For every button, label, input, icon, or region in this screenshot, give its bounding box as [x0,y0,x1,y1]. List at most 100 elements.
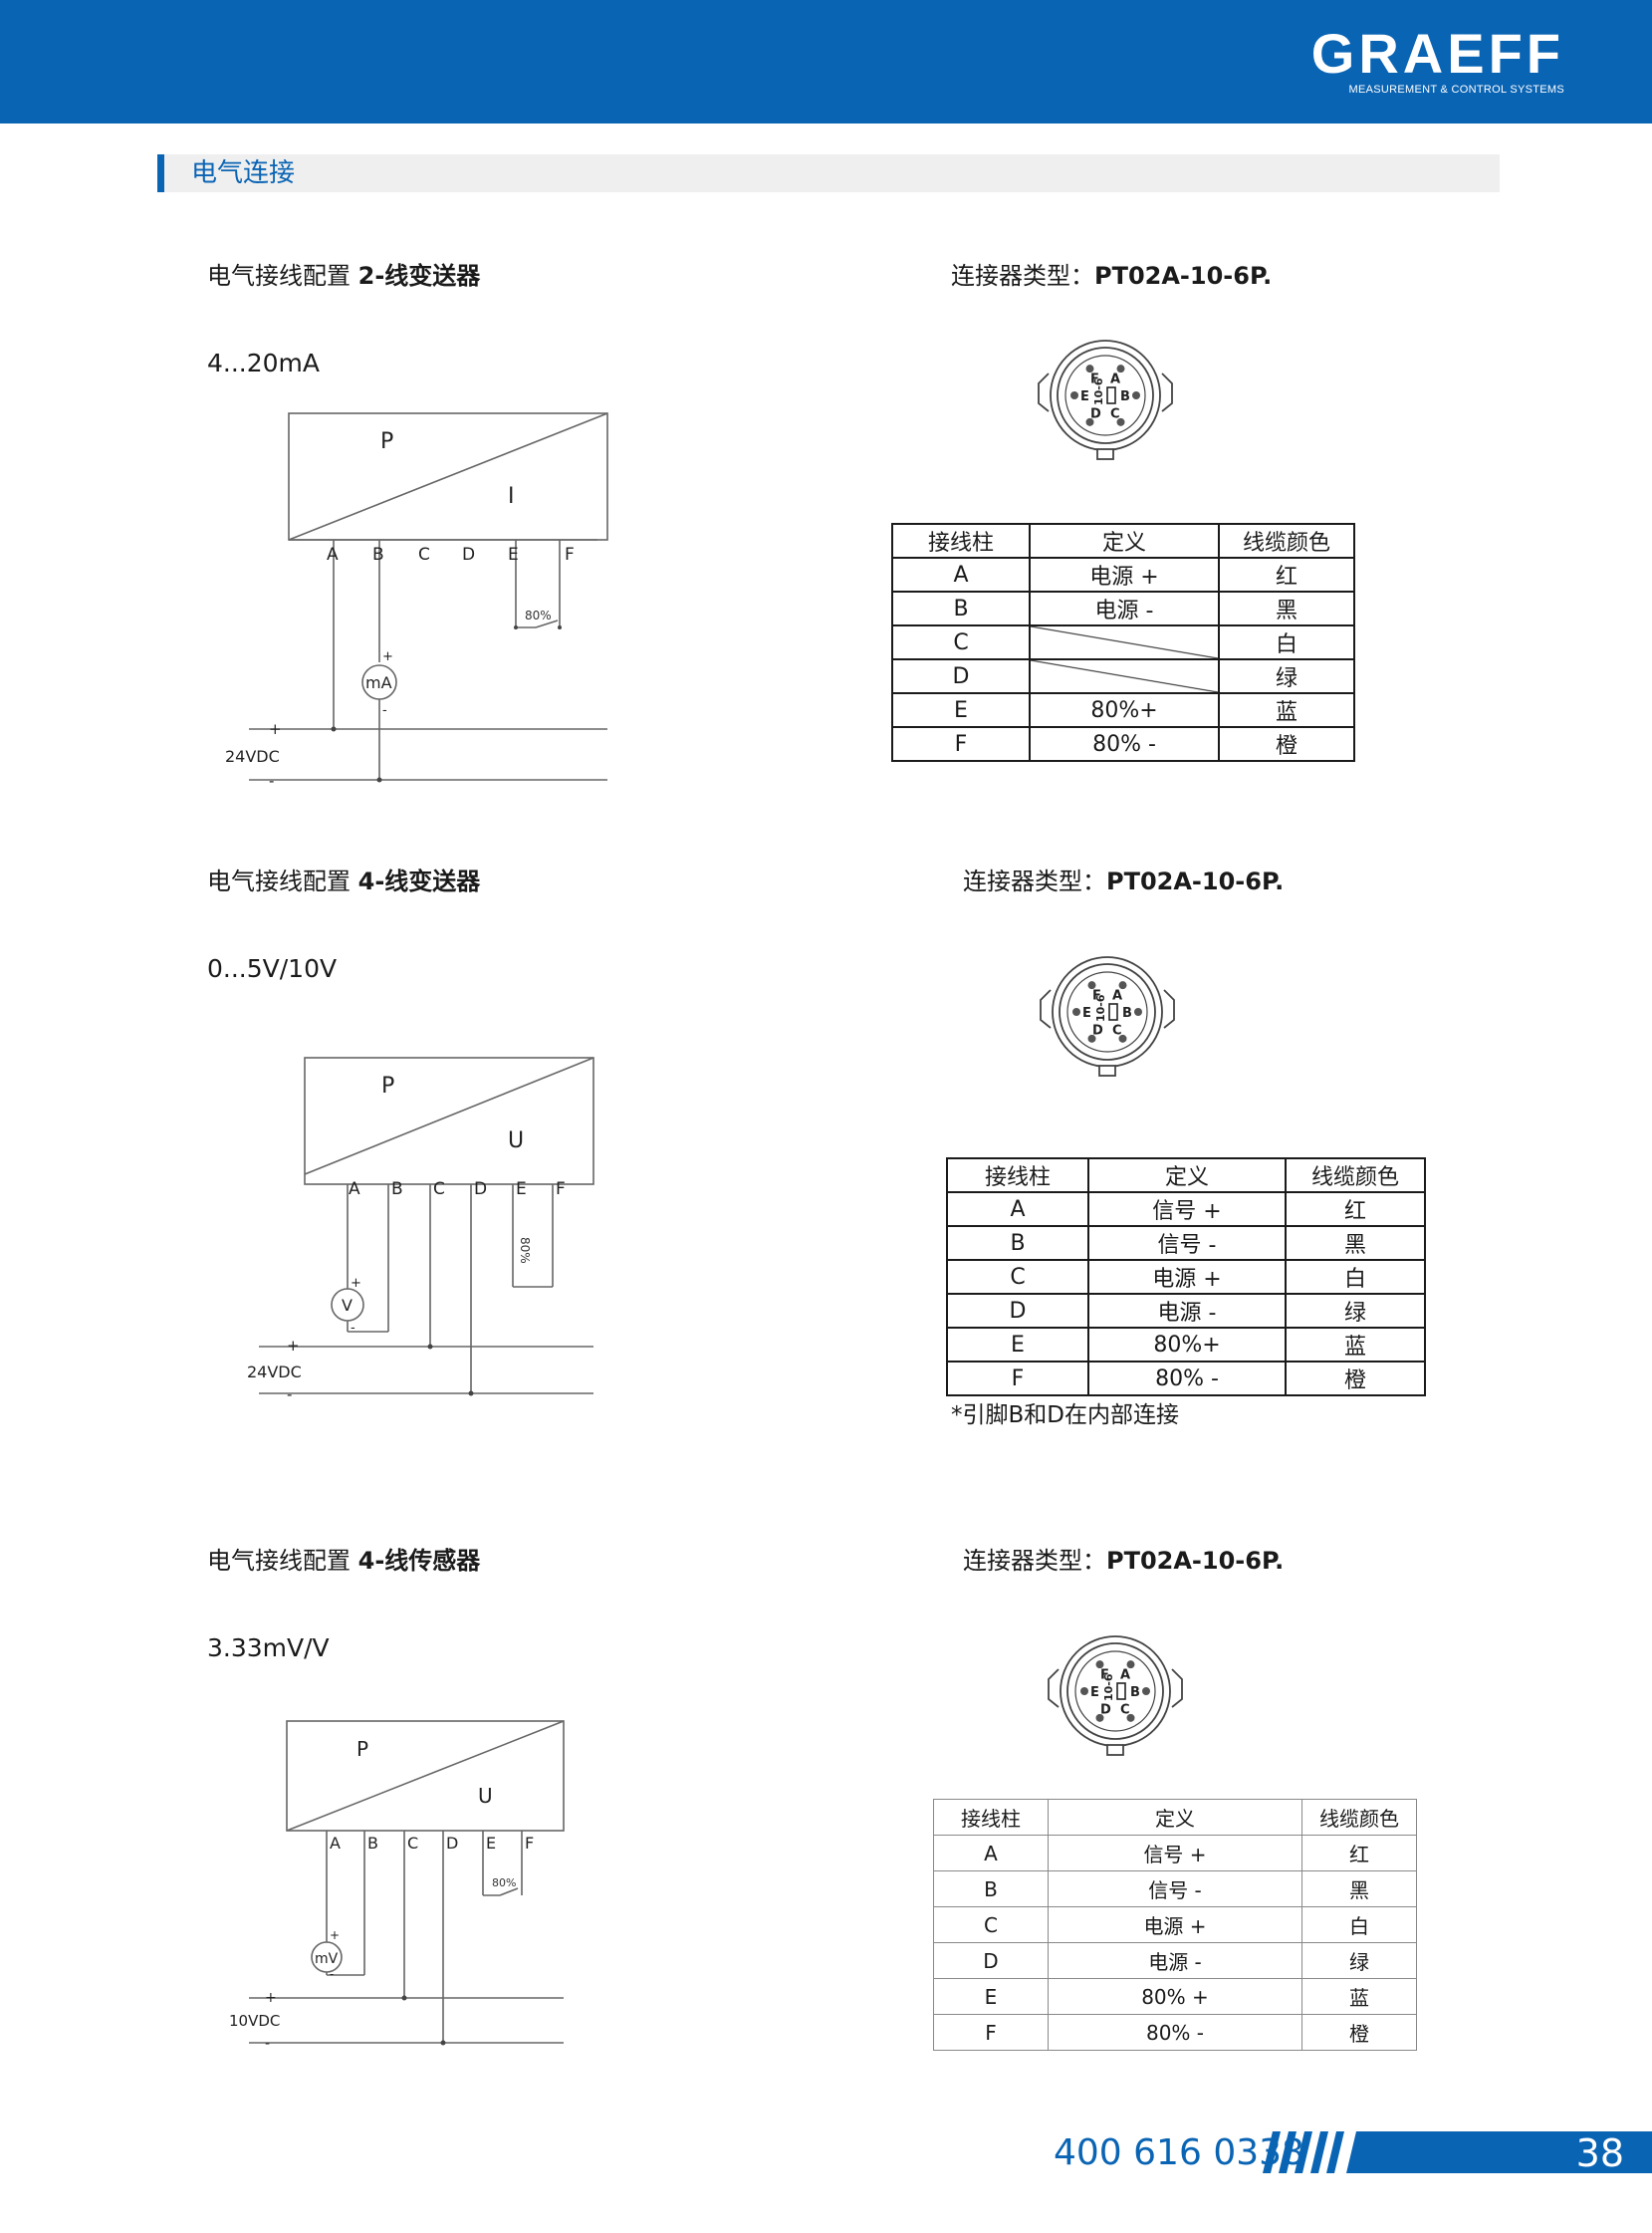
connector-pin-letter: E [1082,1006,1091,1021]
diagram-bottom-label: U [478,1784,493,1808]
transmitter-box [304,1057,594,1185]
config-2-connector-type: 连接器类型：PT02A-10-6P. [963,867,1284,896]
diagram-bottom-label: U [508,1128,524,1153]
diagram-top-label: P [381,1074,394,1099]
definition-cell: 电源 - [1029,591,1220,626]
sensor-box [286,1720,565,1832]
supply-minus: - [265,2036,270,2052]
definition-cell-unused [1029,624,1220,660]
connector-code: 10-6 [1102,1673,1115,1701]
supply-minus: - [287,1385,292,1403]
pin-cell: F [891,726,1031,762]
connector-pin-dot [1080,1687,1088,1695]
pin-cell: B [933,1870,1049,1907]
definition-cell: 80% + [1048,1978,1302,2015]
meter-minus: - [330,1967,334,1981]
definition-cell: 80%+ [1029,692,1220,728]
page-number: 38 [1575,2131,1624,2175]
connector-type-value: PT02A-10-6P. [1106,868,1285,895]
pin-cell: A [946,1191,1089,1227]
color-cell: 绿 [1301,1942,1417,1979]
config-3-connector-type: 连接器类型：PT02A-10-6P. [963,1546,1284,1576]
connector-pin-letter: F [1100,1668,1109,1683]
pin-label: B [391,1179,403,1199]
voltmeter-icon [331,1288,364,1322]
color-cell: 白 [1285,1259,1426,1295]
pin-cell: B [891,591,1031,626]
pin-label: C [433,1179,445,1199]
color-cell: 蓝 [1218,692,1355,728]
header-color: 线缆颜色 [1301,1799,1417,1836]
definition-cell: 信号 + [1048,1835,1302,1871]
pin-label: B [372,545,384,565]
connector-pin-letter: A [1110,372,1120,387]
brand-logo: GRAEFF MEASUREMENT & CONTROL SYSTEMS [1311,26,1564,97]
page-header [0,0,1652,124]
supply-plus: + [287,1337,300,1355]
connector-pin-letter: C [1120,1702,1130,1717]
config-2-note: *引脚B和D在内部连接 [951,1402,1179,1428]
meter-label: mA [365,673,392,692]
color-cell: 蓝 [1285,1327,1426,1363]
ammeter-icon [361,664,397,700]
meter-plus: + [351,1276,361,1291]
pin-label: A [349,1179,360,1199]
connector-pin-dot [1085,417,1094,426]
meter-plus: + [330,1928,340,1942]
pin-cell: A [891,557,1031,593]
pin-label: F [565,545,575,565]
connector-pin-dot [1095,1660,1104,1669]
connector-pin-dot [1118,981,1127,990]
meter-label: mV [315,1951,339,1967]
config-3-wiring-diagram: P U A B C D E F 80% mV + - + 10VDC - [229,1720,565,2052]
switch-label: 80% [492,1876,516,1889]
config-3-title-bold: 4-线传感器 [357,1547,481,1575]
pin-cell: E [946,1327,1089,1363]
color-cell: 黑 [1285,1225,1426,1261]
millivoltmeter-icon [311,1941,343,1973]
header-pin: 接线柱 [891,523,1031,559]
connector-pin-dot [1118,1034,1127,1043]
pin-label: D [462,545,475,565]
pin-cell: B [946,1225,1089,1261]
connector-pin-dot [1142,1687,1150,1695]
pin-label: F [525,1834,534,1853]
connector-pin-letter: A [1120,1668,1130,1683]
header-pin: 接线柱 [946,1157,1089,1193]
diagonal-divider [288,412,608,541]
definition-cell: 电源 + [1087,1259,1287,1295]
connector-pin-dot [1070,391,1078,399]
supply-label: 10VDC [229,2012,280,2030]
config-2-title-prefix: 电气接线配置 [207,868,358,895]
pin-label: A [327,545,339,565]
pin-cell: F [933,2014,1049,2051]
config-3-signal: 3.33mV/V [207,1633,330,1662]
pin-cell: F [946,1361,1089,1396]
connector-pin-dot [1126,1713,1135,1722]
pin-label: D [474,1179,487,1199]
diagram-bottom-label: I [508,484,515,509]
definition-cell: 80% - [1029,726,1220,762]
connector-pin-letter: C [1110,406,1120,421]
color-cell: 蓝 [1301,1978,1417,2015]
header-definition: 定义 [1048,1799,1302,1836]
connector-pin-letter: E [1090,1685,1099,1700]
config-1-title: 电气接线配置 2-线变送器 [207,261,480,291]
color-cell: 橙 [1218,726,1355,762]
definition-cell: 80% - [1087,1361,1287,1396]
